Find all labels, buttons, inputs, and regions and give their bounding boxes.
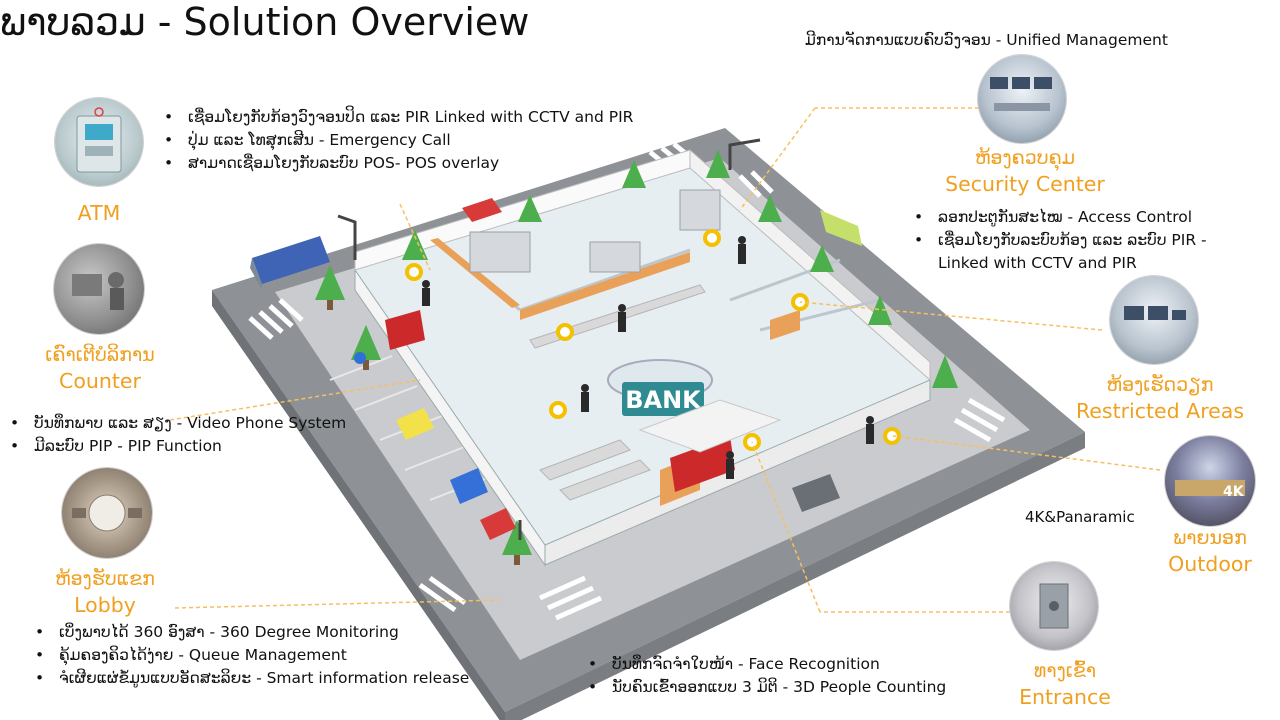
svg-text:4K: 4K <box>1223 484 1245 500</box>
entrance-thumbnail <box>1010 562 1098 650</box>
camera-marker <box>556 323 574 341</box>
bank-isometric-illustration: BANK <box>212 128 1085 720</box>
office-view-icon <box>1124 306 1186 320</box>
car-red-bottom <box>480 508 516 540</box>
list-item: ບັນທຶກພາບ ແລະ ສຽງ - Video Phone System <box>8 412 346 435</box>
list-item: ເຊື່ອມໂຍງກັບລະບົບກ້ອງ ແລະ ລະບົບ PIR - <box>912 229 1207 252</box>
bank-sign <box>622 382 704 416</box>
counter-thumbnail <box>54 244 144 334</box>
list-item: ຄຸ້ມຄອງຄິວໄດ້ງ່າຍ - Queue Management <box>33 644 469 667</box>
outdoor-caption: 4K&Panaramic <box>1025 508 1135 526</box>
car-yellow <box>396 408 434 440</box>
atm-bullets: ເຊື່ອມໂຍງກັບກ້ອງວົງຈອນປິດ ແລະ PIR Linked… <box>162 106 633 175</box>
list-item: ຈໍເຜີຍແຜ່ຂໍ້ມູນແບບອັດສະລິຍະ - Smart info… <box>33 667 469 690</box>
truck-right <box>820 210 862 246</box>
atm-label: ATM <box>77 201 121 225</box>
camera-view-icon <box>72 272 124 310</box>
outdoor-thumbnail: 4K <box>1165 436 1255 526</box>
entrance-label: ທາງເຂົ້າ Entrance <box>1019 660 1111 709</box>
lobby-bullets: ເບິ່ງພາບໄດ້ 360 ອົງສາ - 360 Degree Monit… <box>33 621 469 690</box>
camera-marker <box>405 263 423 281</box>
trees <box>315 150 958 565</box>
car-red-top <box>462 198 502 222</box>
bank-sign-text: BANK <box>625 386 702 414</box>
people <box>422 236 874 479</box>
lobby-thumbnail <box>62 468 152 558</box>
unified-management-text: ມີການຈັດການແບບຄົບວົງຈອນ - Unified Manage… <box>805 31 1168 49</box>
list-item: ເບິ່ງພາບໄດ້ 360 ອົງສາ - 360 Degree Monit… <box>33 621 469 644</box>
list-item: ບັນທຶກຈົດຈຳໃບໜ້າ - Face Recognition <box>586 653 946 676</box>
camera-markers <box>405 229 901 451</box>
security-center-thumbnail <box>978 55 1066 143</box>
monitor-wall-icon <box>990 77 1052 111</box>
camera-marker <box>883 427 901 445</box>
restricted-bullets: ລອກປະຕູກັນສະໄໝ - Access Control ເຊື່ອມໂຍ… <box>912 206 1207 275</box>
vehicles <box>250 198 862 540</box>
door-view-icon <box>1039 583 1069 629</box>
list-item: ສາມາດເຊື່ອມໂຍງກັບລະບົບ POS- POS overlay <box>162 152 633 175</box>
list-item: ເຊື່ອມໂຍງກັບກ້ອງວົງຈອນປິດ ແລະ PIR Linked… <box>162 106 633 129</box>
camera-marker <box>703 229 721 247</box>
list-item: ນັບຄົນເຂົ້າອອກແບບ 3 ມິຕິ - 3D People Cou… <box>586 676 946 699</box>
lobby-label: ຫ້ອງຮັບແຂກ Lobby <box>55 568 155 617</box>
panorama-view-icon: 4K <box>1175 480 1245 500</box>
truck-left <box>250 236 330 290</box>
counter-label: ເຄົາເຕີບໍລິການ Counter <box>45 344 155 393</box>
restricted-areas-thumbnail <box>1110 276 1198 364</box>
list-item: ມີລະບົບ PIP - PIP Function <box>8 435 346 458</box>
counter-bullets: ບັນທຶກພາບ ແລະ ສຽງ - Video Phone System ມ… <box>8 412 346 458</box>
atm-thumbnail <box>55 98 143 186</box>
list-item: ລອກປະຕູກັນສະໄໝ - Access Control <box>912 206 1207 229</box>
page-title: ພາບລວມ - Solution Overview <box>0 0 530 44</box>
list-item: Linked with CCTV and PIR <box>938 254 1137 272</box>
outdoor-label: ພາຍນອກ Outdoor <box>1168 527 1252 576</box>
list-item: ປຸ່ມ ແລະ ໂທສຸກເສີນ - Emergency Call <box>162 129 633 152</box>
car-blue <box>450 468 488 504</box>
fisheye-view-icon <box>72 494 142 532</box>
atm-machine-icon <box>76 107 122 173</box>
car-gray <box>792 474 840 512</box>
restricted-areas-label: ຫ້ອງເຮັດວຽກ Restricted Areas <box>1075 374 1245 423</box>
entrance-bullets: ບັນທຶກຈົດຈຳໃບໜ້າ - Face Recognition ນັບຄ… <box>586 653 946 699</box>
camera-marker <box>549 401 567 419</box>
security-center-label: ຫ້ອງຄວບຄຸມ Security Center <box>945 147 1105 196</box>
